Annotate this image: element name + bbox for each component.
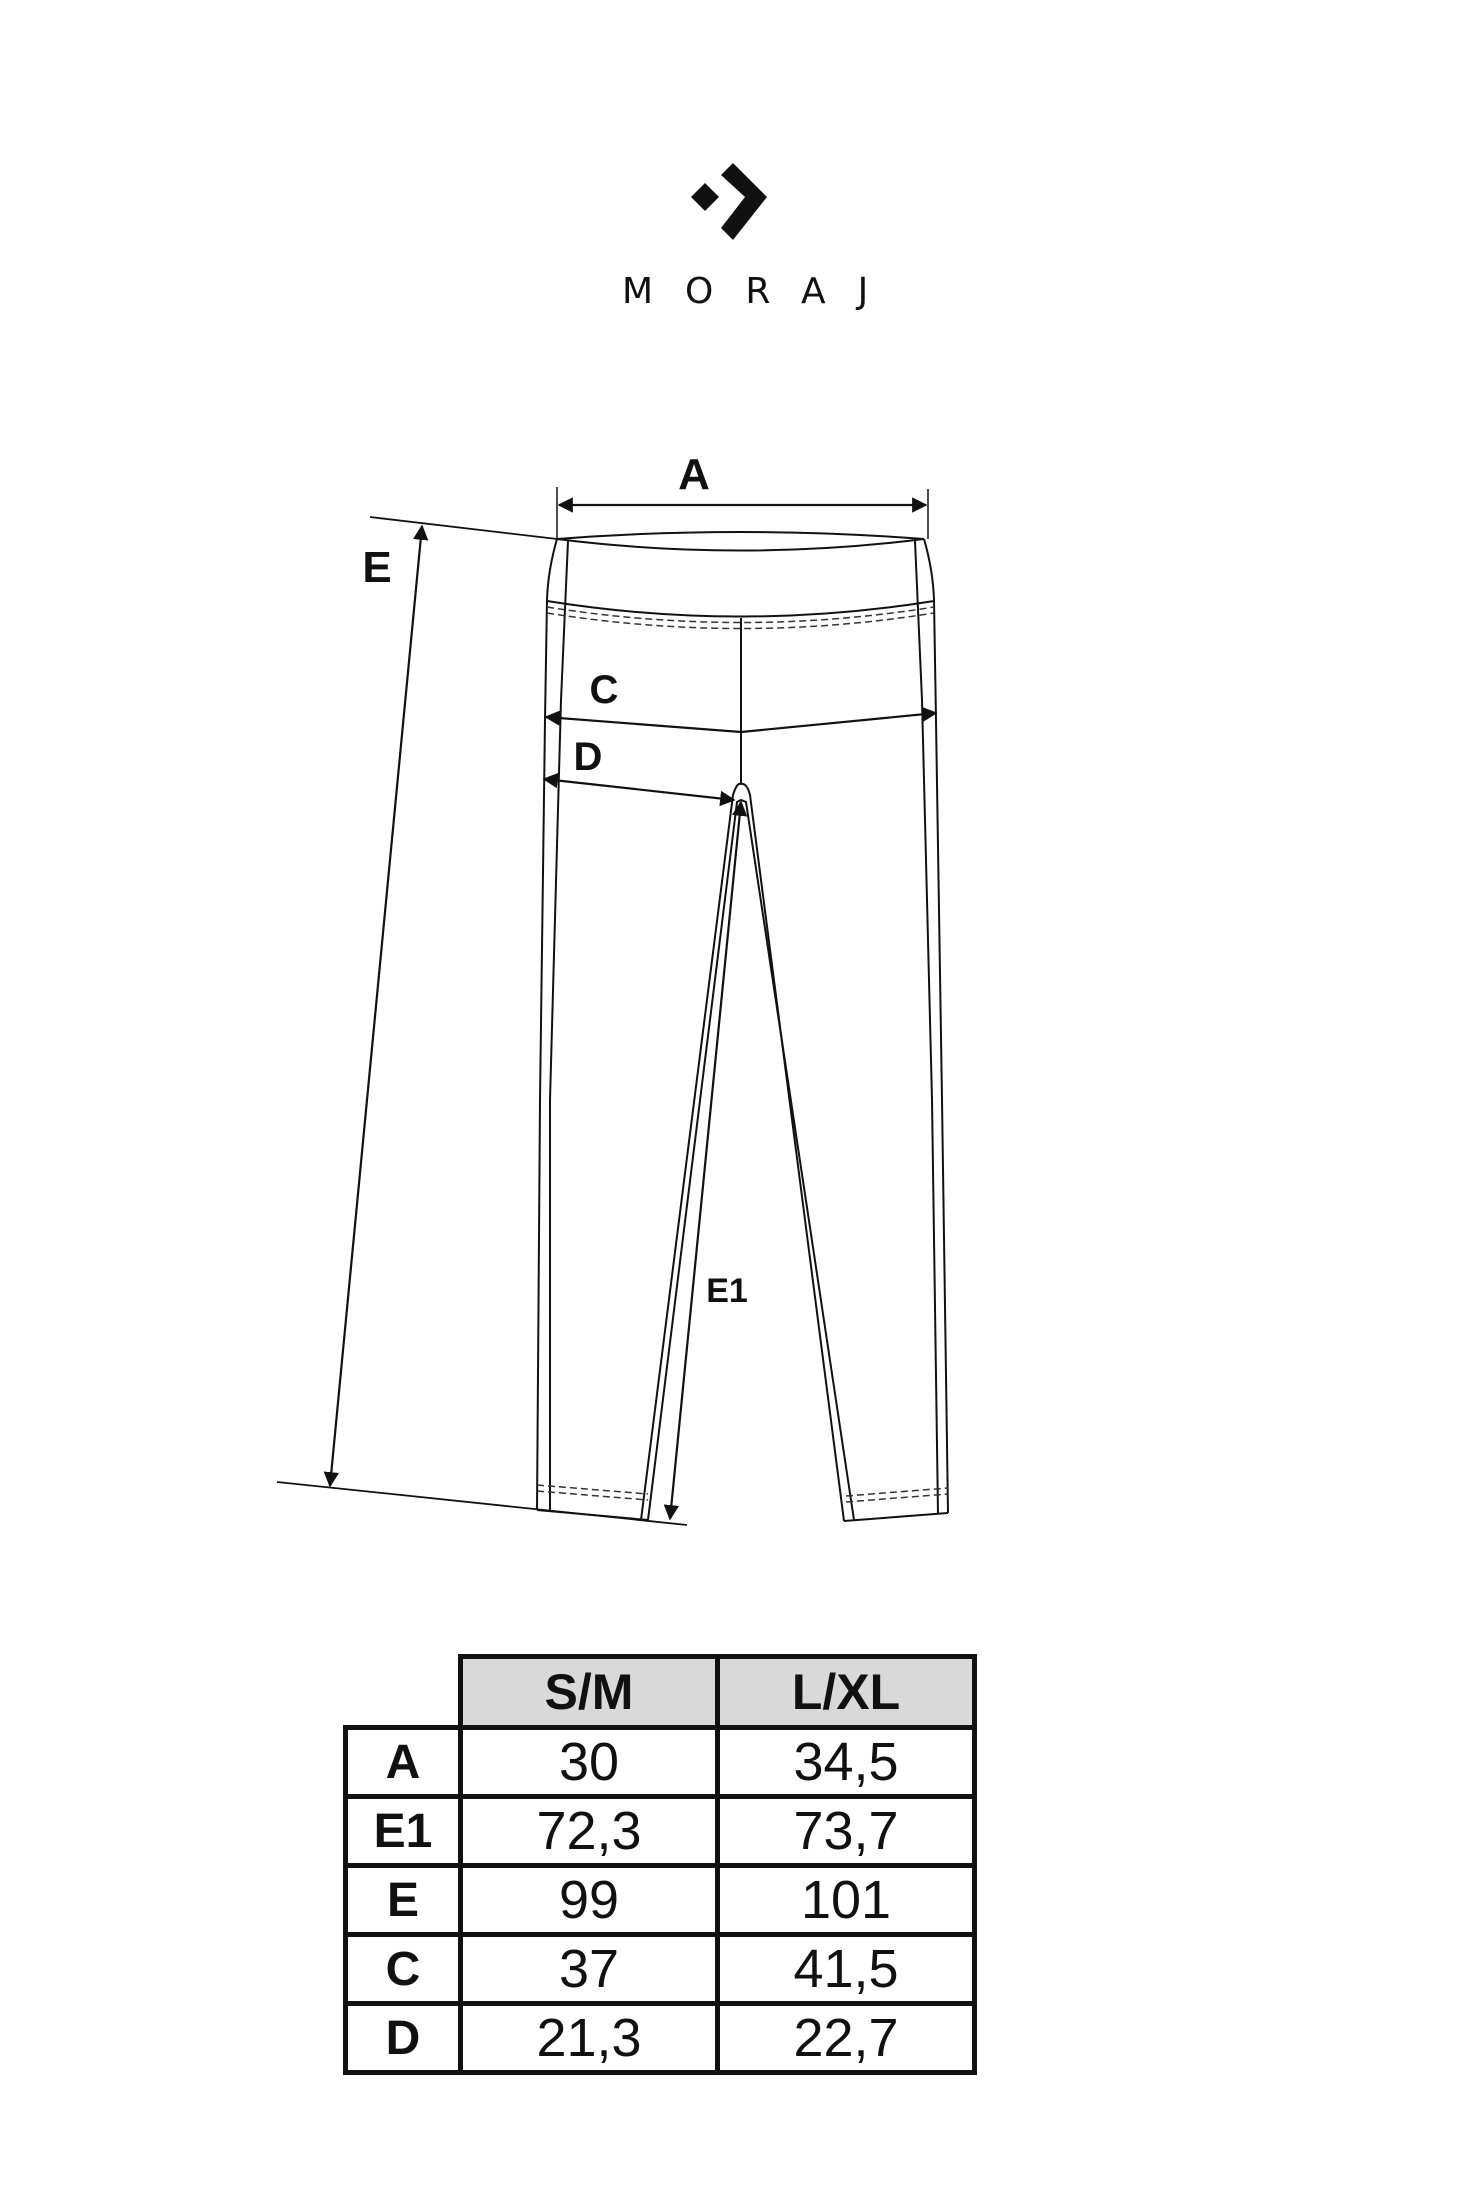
row-label: A (343, 1725, 463, 1799)
cell-value: 101 (715, 1863, 977, 1937)
table-header-row: S/M L/XL (345, 1654, 977, 1730)
column-header-l-xl: L/XL (715, 1654, 977, 1730)
table-corner-cell (345, 1656, 461, 1730)
table-row: D 21,3 22,7 (343, 2001, 977, 2075)
cell-value: 34,5 (715, 1725, 977, 1799)
stitching-lines (536, 606, 949, 1503)
moraj-chevron-logo-icon (691, 163, 767, 240)
table-row: C 37 41,5 (343, 1932, 977, 2006)
cell-value: 41,5 (715, 1932, 977, 2006)
row-label: D (343, 2001, 463, 2075)
cell-value: 72,3 (458, 1794, 720, 1868)
table-row: A 30 34,5 (343, 1725, 977, 1799)
dimension-label-a: A (678, 450, 710, 499)
row-label: C (343, 1932, 463, 2006)
cell-value: 73,7 (715, 1794, 977, 1868)
table-row: E 99 101 (343, 1863, 977, 1937)
cell-value: 99 (458, 1863, 720, 1937)
cell-value: 30 (458, 1725, 720, 1799)
brand-name: MORAJ (622, 271, 901, 312)
dimension-lines (276, 487, 938, 1526)
size-chart-table: S/M L/XL A 30 34,5 E1 72,3 73,7 E 99 101… (343, 1654, 977, 2075)
cell-value: 37 (458, 1932, 720, 2006)
cell-value: 22,7 (715, 2001, 977, 2075)
table-row: E1 72,3 73,7 (343, 1794, 977, 1868)
cell-value: 21,3 (458, 2001, 720, 2075)
dimension-label-c: C (589, 668, 619, 712)
dimension-label-e1: E1 (706, 1272, 748, 1310)
row-label: E (343, 1863, 463, 1937)
dimension-label-e: E (362, 543, 392, 592)
dimension-label-d: D (573, 735, 603, 779)
row-label: E1 (343, 1794, 463, 1868)
column-header-s-m: S/M (458, 1654, 720, 1730)
